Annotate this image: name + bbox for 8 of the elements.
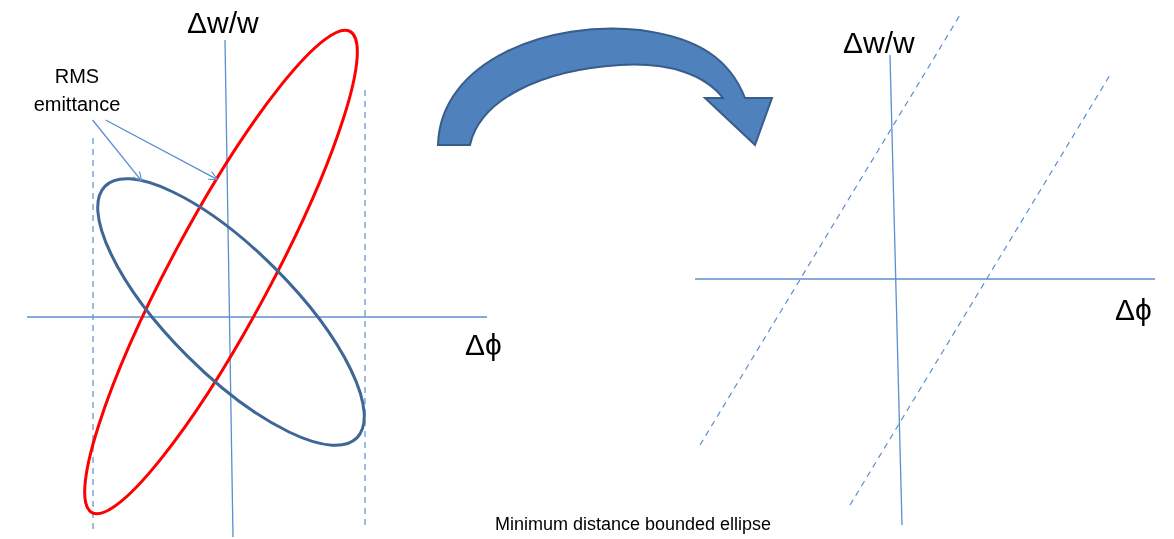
- leader-line: [91, 119, 143, 182]
- axis-label: Δw/w: [843, 26, 915, 60]
- axis-label: Δϕ: [465, 328, 502, 362]
- caption: Minimum distance bounded ellipse: [494, 514, 772, 535]
- axis-label: Δϕ: [1115, 293, 1152, 327]
- leader-line: [104, 119, 218, 181]
- axis-label: Δw/w: [187, 6, 259, 40]
- callout-text: RMS emittance: [12, 62, 142, 118]
